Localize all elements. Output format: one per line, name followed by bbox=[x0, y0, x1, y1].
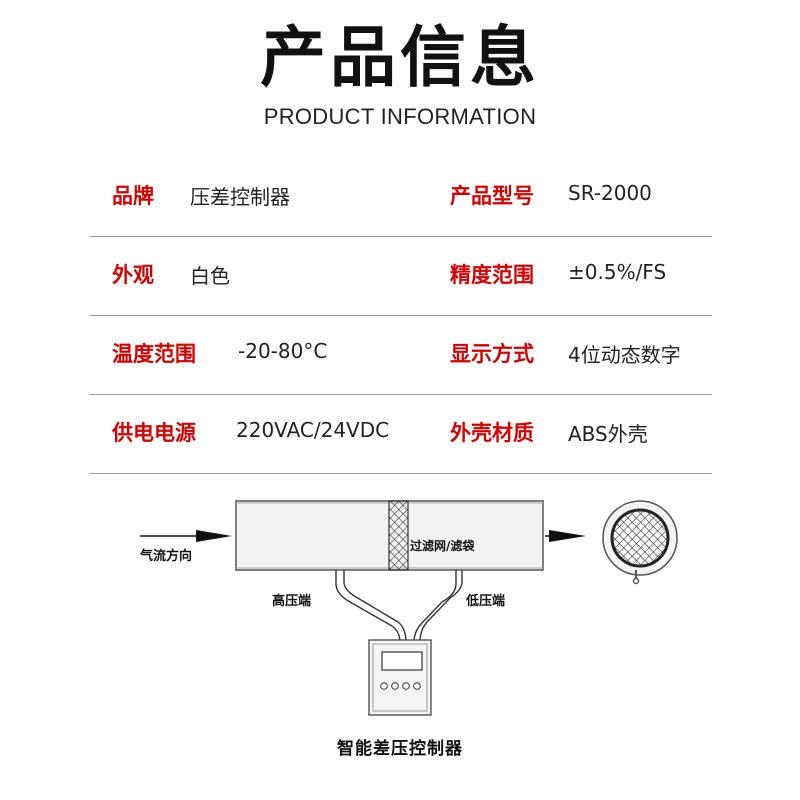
airflow-in-arrow-icon bbox=[140, 530, 232, 542]
installation-diagram bbox=[140, 500, 678, 716]
spec-value-accuracy: ±0.5%/FS bbox=[568, 260, 667, 284]
spec-value-temperature: -20-80°C bbox=[238, 339, 328, 363]
page-subtitle: PRODUCT INFORMATION bbox=[263, 104, 537, 129]
spec-value-housing: ABS外壳 bbox=[568, 422, 648, 446]
spec-label-model: 产品型号 bbox=[450, 184, 534, 208]
spec-row: 温度范围 -20-80°C 显示方式 4位动态数字 bbox=[90, 316, 712, 395]
spec-table: 品牌 压差控制器 产品型号 SR-2000 外观 白色 精度范围 ±0.5%/F… bbox=[90, 158, 712, 474]
spec-label-temperature: 温度范围 bbox=[112, 342, 196, 366]
spec-label-appearance: 外观 bbox=[112, 263, 154, 287]
spec-label-housing: 外壳材质 bbox=[450, 421, 534, 445]
round-filter-icon bbox=[602, 500, 678, 585]
page-title: 产品信息 bbox=[260, 19, 540, 96]
spec-row: 供电电源 220VAC/24VDC 外壳材质 ABS外壳 bbox=[90, 395, 712, 474]
spec-label-brand: 品牌 bbox=[112, 184, 154, 208]
spec-value-display: 4位动态数字 bbox=[568, 343, 681, 367]
diagram-caption: 智能差压控制器 bbox=[337, 739, 463, 759]
spec-label-display: 显示方式 bbox=[450, 342, 534, 366]
high-pressure-label: 高压端 bbox=[272, 594, 312, 609]
spec-value-power: 220VAC/24VDC bbox=[236, 418, 390, 442]
spec-value-model: SR-2000 bbox=[568, 181, 652, 205]
pressure-tubes bbox=[335, 570, 463, 643]
filter-label: 过滤网/滤袋 bbox=[410, 539, 475, 553]
spec-label-accuracy: 精度范围 bbox=[450, 263, 534, 287]
low-pressure-label: 低压端 bbox=[466, 594, 506, 609]
spec-value-brand: 压差控制器 bbox=[190, 185, 290, 209]
airflow-label: 气流方向 bbox=[140, 549, 193, 564]
spec-row: 外观 白色 精度范围 ±0.5%/FS bbox=[90, 237, 712, 316]
spec-label-power: 供电电源 bbox=[112, 421, 196, 445]
filter-mesh-icon bbox=[388, 500, 409, 571]
spec-row: 品牌 压差控制器 产品型号 SR-2000 bbox=[90, 158, 712, 237]
controller-device-icon bbox=[368, 639, 432, 716]
airflow-out-arrow-icon bbox=[545, 530, 586, 542]
spec-value-appearance: 白色 bbox=[190, 264, 230, 288]
